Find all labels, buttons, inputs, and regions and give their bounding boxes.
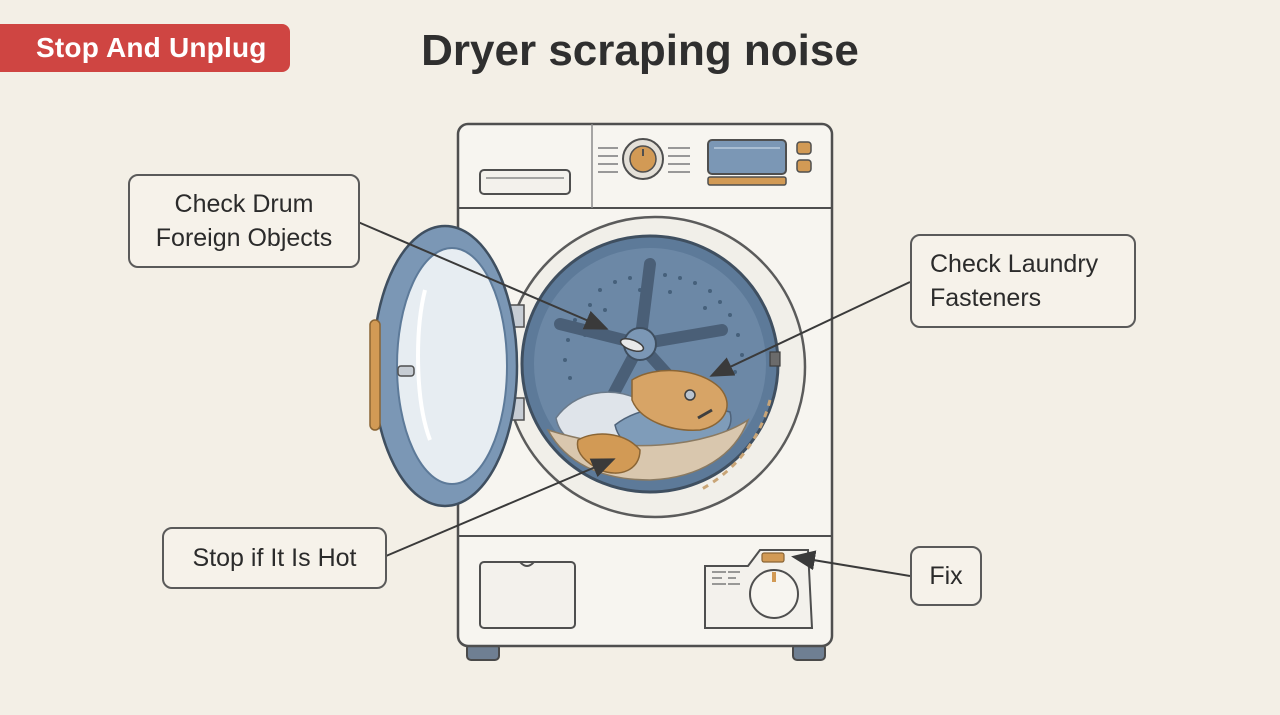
callout-check-drum: Check Drum Foreign Objects [128,174,360,268]
laundry-arrow [709,281,911,377]
door-glass-highlight [416,289,432,441]
dispenser-drawer [479,169,571,195]
foreign-object [619,338,645,352]
hot-arrow [385,458,616,557]
control-button-1 [796,141,812,155]
lower-control-marks [712,571,740,585]
callout-check-laundry: Check Laundry Fasteners [910,234,1136,328]
callout-stop-if-hot: Stop if It Is Hot [162,527,387,589]
callout-check-laundry-line2: Fasteners [930,284,1042,312]
stop-and-unplug-badge: Stop And Unplug [0,24,290,72]
callout-check-drum-line1: Check Drum [174,190,314,218]
callout-check-laundry-line1: Check Laundry [930,250,1099,278]
drum-motion-arc [699,399,772,492]
control-display [707,139,787,175]
callout-check-drum-line2: Foreign Objects [155,224,333,252]
filter-access-notch [519,561,535,567]
door-handle [369,319,381,431]
callout-stop-if-hot-text: Stop if It Is Hot [192,544,357,572]
door-lock-switch [769,351,781,367]
door-latch [397,365,415,377]
laundry-zipper-fastener [697,408,713,420]
fix-arrow [791,550,911,577]
filter-access-panel [479,561,576,629]
control-button-2 [796,159,812,173]
reset-indicator [761,552,785,563]
callout-fix-text: Fix [929,562,963,590]
callout-fix: Fix [910,546,982,606]
control-display-bar [707,176,787,186]
drum-arrow [357,221,609,330]
page-title: Dryer scraping noise [421,26,859,75]
reset-knob [749,569,799,619]
laundry-button-fastener [684,389,696,401]
panel-marks [598,147,690,173]
cycle-knob-center [629,145,657,173]
